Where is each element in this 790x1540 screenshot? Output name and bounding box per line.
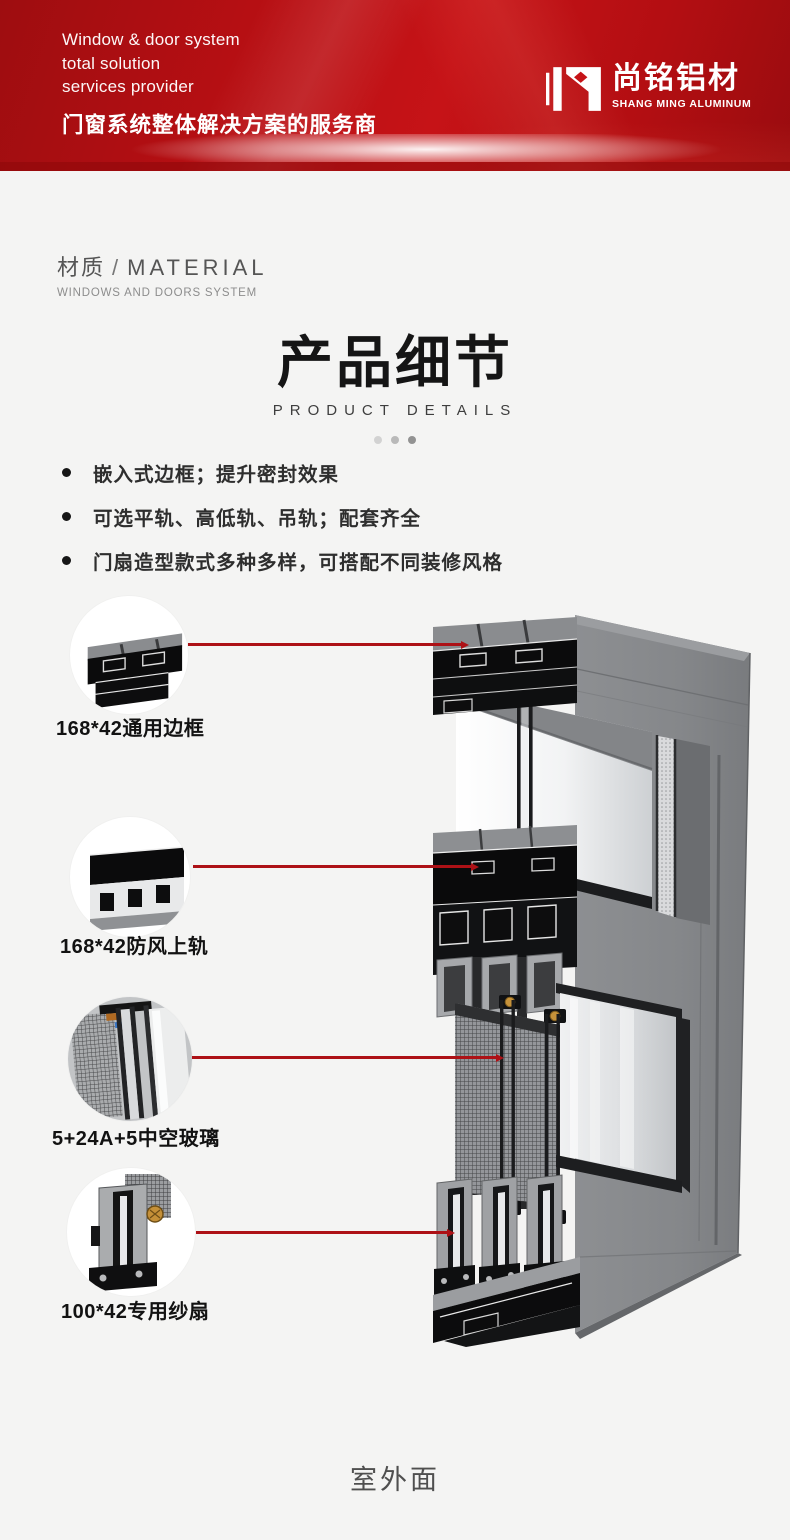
callout-circle-glass [68, 997, 192, 1121]
section-subtitle: WINDOWS AND DOORS SYSTEM [57, 287, 258, 299]
feature-item: 嵌入式边框；提升密封效果 [62, 458, 503, 487]
section-label-zh: 材质 [57, 255, 106, 280]
tagline-zh: 门窗系统整体解决方案的服务商 [62, 112, 378, 137]
callout-label-glass: 5+24A+5中空玻璃 [52, 1128, 220, 1150]
mid-rail-section [432, 825, 578, 975]
feature-text: 嵌入式边框；提升密封效果 [93, 464, 340, 486]
track-section-thumb [89, 846, 185, 931]
brand-logo-icon [546, 67, 601, 111]
banner-tagline: Window & door system total solution serv… [62, 28, 377, 139]
feature-text: 可选平轨、高低轨、吊轨；配套齐全 [93, 508, 422, 530]
bullet-icon [62, 512, 71, 521]
brand-banner: Window & door system total solution serv… [0, 0, 790, 171]
insect-screen-mesh [455, 1003, 560, 1207]
section-header-line: 材质 / MATERIAL [57, 250, 268, 282]
tagline-en-line2: total solution [62, 53, 161, 73]
feature-list: 嵌入式边框；提升密封效果 可选平轨、高低轨、吊轨；配套齐全 门扇造型款式多种多样… [62, 458, 503, 590]
glass-section-thumb [68, 997, 192, 1121]
head-track-section [432, 617, 578, 715]
brand-logo: 尚铭铝材 SHANG MING ALUMINUM [546, 62, 751, 116]
section-label-divider: / [112, 255, 121, 280]
lower-glass-panel [556, 983, 690, 1193]
dot-icon [408, 436, 416, 444]
page-title-en: PRODUCT DETAILS [272, 402, 518, 419]
brand-name-en: SHANG MING ALUMINUM [612, 98, 752, 110]
callout-circle-track [70, 817, 190, 937]
frame-section-thumb [87, 633, 183, 709]
brand-name-zh: 尚铭铝材 [612, 62, 740, 95]
callout-circle-frame [70, 596, 188, 714]
feature-item: 门扇造型款式多种多样，可搭配不同装修风格 [62, 546, 503, 575]
section-label-en: MATERIAL [127, 255, 268, 280]
dot-icon [391, 436, 399, 444]
callout-label-frame: 168*42通用边框 [56, 718, 205, 740]
dot-icon [374, 436, 382, 444]
section-header: 材质 / MATERIAL WINDOWS AND DOORS SYSTEM [57, 250, 268, 299]
callout-label-screen: 100*42专用纱扇 [61, 1301, 210, 1323]
callout-line-glass [191, 1056, 498, 1059]
callout-circle-screen [67, 1168, 195, 1296]
screen-mesh-edge [658, 736, 674, 917]
title-dots [0, 436, 790, 444]
callout-line-track [193, 865, 473, 868]
callout-line-screen [196, 1231, 449, 1234]
callout-line-frame [188, 643, 463, 646]
feature-item: 可选平轨、高低轨、吊轨；配套齐全 [62, 502, 503, 531]
outdoor-side-label: 室外面 [350, 1465, 440, 1495]
screen-section-thumb [89, 1174, 171, 1292]
feature-text: 门扇造型款式多种多样，可搭配不同装修风格 [93, 552, 504, 574]
banner-bottom-edge [0, 162, 790, 171]
bullet-icon [62, 556, 71, 565]
bullet-icon [62, 468, 71, 477]
brand-logo-text: 尚铭铝材 SHANG MING ALUMINUM [612, 62, 751, 110]
window-section-render [432, 615, 751, 1347]
callout-label-track: 168*42防风上轨 [60, 936, 209, 958]
tagline-en-line3: services provider [62, 77, 194, 96]
page-title: 产品细节 [277, 331, 513, 394]
banner-light-streak [0, 134, 790, 162]
tagline-en-line1: Window & door system [62, 30, 240, 49]
